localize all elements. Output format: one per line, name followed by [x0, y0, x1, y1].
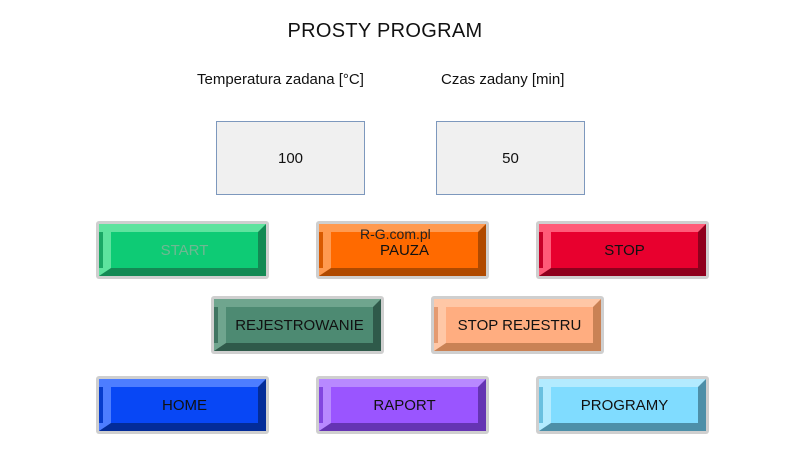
- programs-button-label: PROGRAMY: [580, 396, 669, 414]
- start-button[interactable]: START: [96, 221, 269, 279]
- start-button-face: START: [99, 224, 266, 276]
- record-button-label: REJESTROWANIE: [235, 316, 364, 334]
- stop-button[interactable]: STOP: [536, 221, 709, 279]
- home-button-face: HOME: [99, 379, 266, 431]
- home-button-label: HOME: [162, 396, 207, 414]
- pause-button[interactable]: PAUZA: [316, 221, 489, 279]
- home-button[interactable]: HOME: [96, 376, 269, 434]
- temperature-input[interactable]: 100: [216, 121, 365, 195]
- report-button-label: RAPORT: [373, 396, 436, 414]
- stop-record-button-label: STOP REJESTRU: [457, 316, 582, 334]
- programs-button[interactable]: PROGRAMY: [536, 376, 709, 434]
- stop-record-button[interactable]: STOP REJESTRU: [431, 296, 604, 354]
- record-button-face: REJESTROWANIE: [214, 299, 381, 351]
- pause-button-face: PAUZA: [319, 224, 486, 276]
- programs-button-face: PROGRAMY: [539, 379, 706, 431]
- page-title: PROSTY PROGRAM: [287, 20, 483, 42]
- temperature-label: Temperatura zadana [°C]: [197, 71, 364, 88]
- stop-record-button-face: STOP REJESTRU: [434, 299, 601, 351]
- start-button-label: START: [160, 241, 209, 259]
- report-button-face: RAPORT: [319, 379, 486, 431]
- pause-button-label: PAUZA: [380, 241, 429, 259]
- stop-button-face: STOP: [539, 224, 706, 276]
- time-input[interactable]: 50: [436, 121, 585, 195]
- report-button[interactable]: RAPORT: [316, 376, 489, 434]
- record-button[interactable]: REJESTROWANIE: [211, 296, 384, 354]
- stop-button-label: STOP: [604, 241, 645, 259]
- time-label: Czas zadany [min]: [441, 71, 565, 88]
